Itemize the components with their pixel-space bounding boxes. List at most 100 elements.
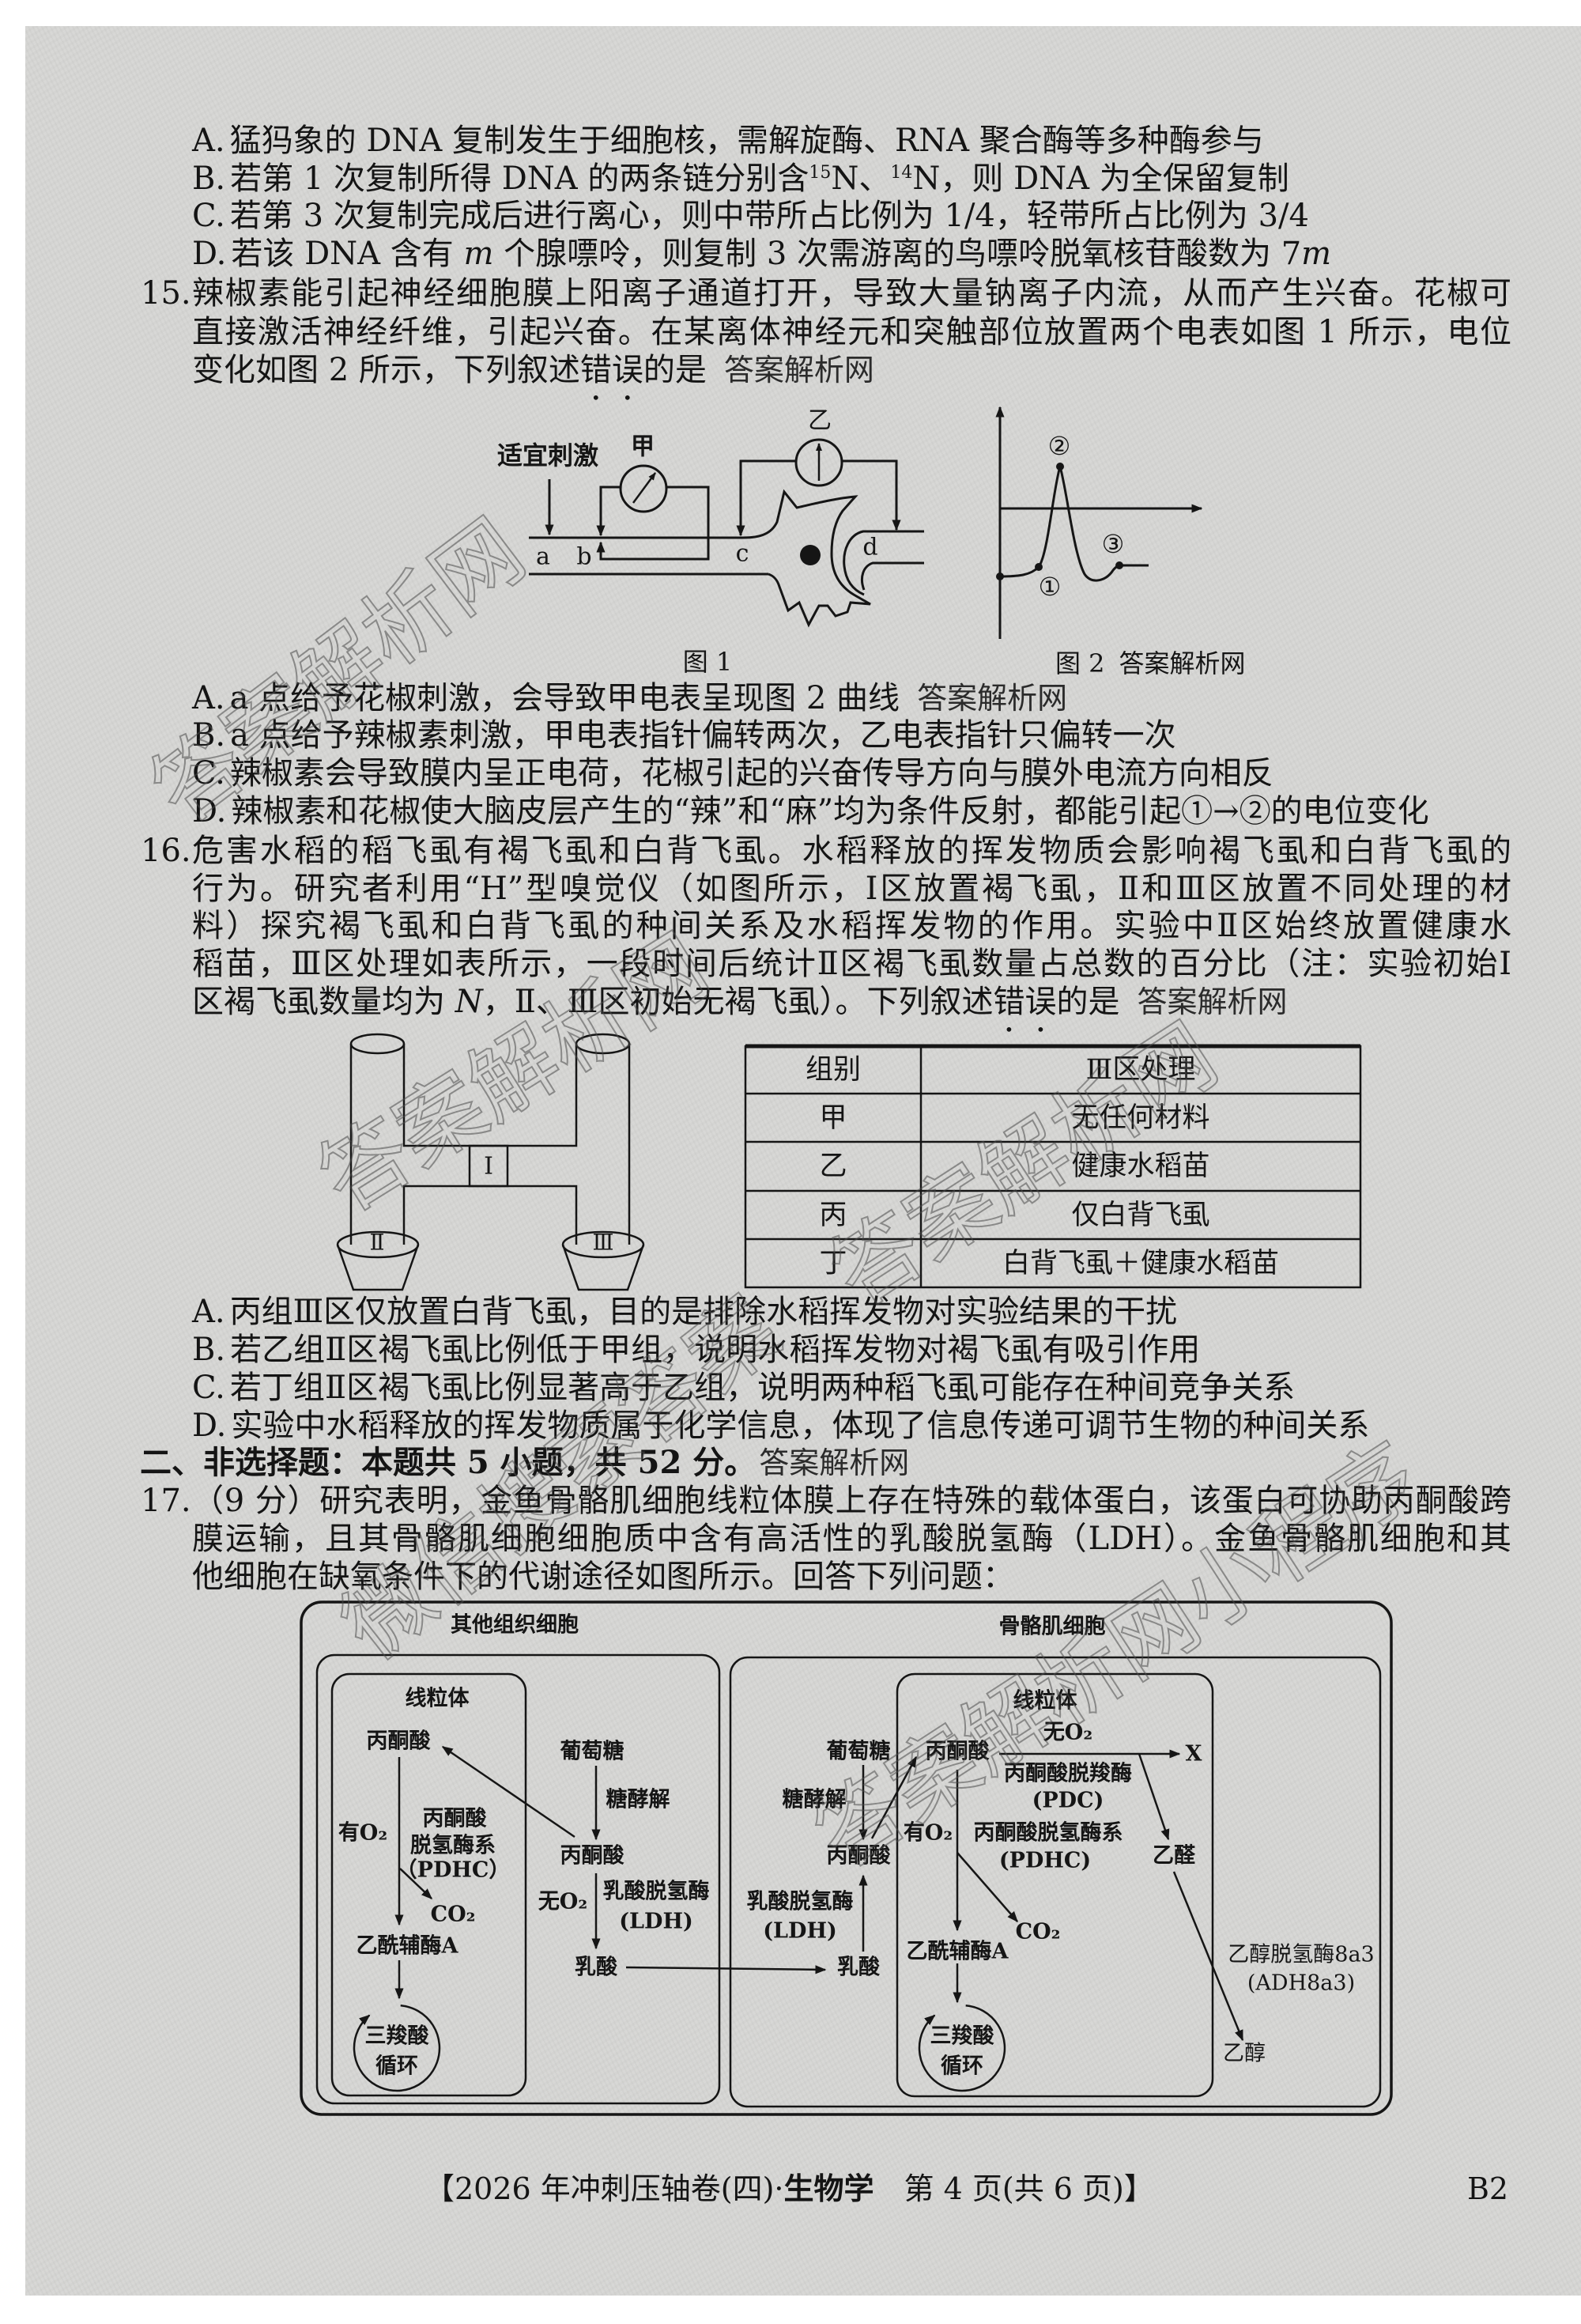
option-label: B. xyxy=(192,1332,226,1368)
h-olfactometer xyxy=(336,1033,645,1291)
option-label: B. xyxy=(192,717,226,754)
emphasized-word: 错误 xyxy=(579,352,643,388)
without-oxygen-label: 无O₂ xyxy=(1043,1721,1092,1745)
table-cell-group: 丁 xyxy=(819,1248,847,1279)
table-cell-group: 甲 xyxy=(819,1102,847,1134)
mitochondrion-label: 线粒体 xyxy=(406,1687,470,1711)
ldh-abbrev: (LDH) xyxy=(619,1910,692,1934)
option-text: N、 xyxy=(831,161,891,197)
mitochondrion-label: 线粒体 xyxy=(1013,1689,1078,1714)
point-label-d: d xyxy=(862,534,877,561)
option-text: 若第 3 次复制完成后进行离心，则中带所占比例为 1/4，轻带所占比例为 3/4 xyxy=(229,198,1309,234)
lactate-transfer-arrow-icon xyxy=(625,1965,827,1974)
with-oxygen-label: 有O₂ xyxy=(338,1821,387,1846)
zone-3-label: Ⅲ xyxy=(592,1230,613,1256)
table-cell-group: 乙 xyxy=(819,1151,847,1182)
option-label: C. xyxy=(192,1370,225,1406)
inline-watermark: 答案解析网 xyxy=(1119,648,1246,678)
option-label: C. xyxy=(192,198,225,234)
pyruvate-label: 丙酮酸 xyxy=(560,1844,625,1869)
pdhc-label: 丙酮酸脱氢酶系 xyxy=(974,1821,1123,1846)
marker-3-label: ③ xyxy=(1102,529,1125,559)
option-label: D. xyxy=(192,1408,227,1444)
arrow-icon xyxy=(870,1755,918,1839)
option-text: a 点给予辣椒素刺激，甲电表指针偏转两次，乙电表指针只偏转一次 xyxy=(230,717,1176,754)
table-cell-treatment: 白背飞虱＋健康水稻苗 xyxy=(1002,1248,1279,1279)
q16-stem-line: 危害水稻的稻飞虱有褐飞虱和白背飞虱。水稻释放的挥发物质会影响褐飞虱和白背飞虱的 xyxy=(192,833,1511,869)
paper-code: B2 xyxy=(1467,2171,1509,2206)
q15-option-d: D.辣椒素和花椒使大脑皮层产生的“辣”和“麻”均为条件反射，都能引起①→②的电位… xyxy=(192,792,1511,830)
q17-stem-line: （9 分）研究表明，金鱼骨骼肌细胞线粒体膜上存在特殊的载体蛋白，该蛋白可协助丙酮… xyxy=(192,1483,1511,1519)
tca-cycle-arrow-icon xyxy=(918,2004,1006,2092)
q14-option-c: C.若第 3 次复制完成后进行离心，则中带所占比例为 1/4，轻带所占比例为 3… xyxy=(192,197,1511,235)
table-cell-group: 丙 xyxy=(819,1200,847,1231)
lactate-label: 乳酸 xyxy=(575,1956,618,1980)
q16-option-c: C.若丁组Ⅱ区褐飞虱比例显著高于乙组，说明两种稻飞虱可能存在种间竞争关系 xyxy=(192,1369,1511,1407)
treatment-table xyxy=(744,1044,1362,1289)
neuron-cell-body xyxy=(742,489,871,628)
arrow-icon xyxy=(1138,1753,1170,1841)
option-label: D. xyxy=(192,236,227,272)
q15-number: 15. xyxy=(141,275,191,312)
meter-a-wire xyxy=(596,486,621,537)
pdc-abbrev: (PDC) xyxy=(1032,1789,1104,1813)
tca-cycle-label: 三羧酸 xyxy=(930,2024,995,2049)
tube-inner-lower xyxy=(402,1185,578,1245)
diagram-outer-frame xyxy=(300,1600,1393,2116)
right-cell-labels: 骨骼肌细胞 线粒体 无O₂ 葡萄糖 丙酮酸 X 丙酮酸脱羧酶 (PDC) 糖酵解… xyxy=(747,1614,1375,2079)
table-header-treatment: Ⅲ区处理 xyxy=(1086,1054,1196,1086)
zone-2-cup xyxy=(336,1244,420,1291)
glucose-label: 葡萄糖 xyxy=(827,1739,891,1764)
variable: N xyxy=(455,984,483,1020)
tube-inner-upper xyxy=(402,1044,578,1147)
tca-cycle-arrow-icon xyxy=(353,2004,441,2092)
q16-option-a: A.丙组Ⅲ区仅放置白背飞虱，目的是排除水稻挥发物对实验结果的干扰 xyxy=(192,1293,1511,1331)
option-text: 辣椒素会导致膜内呈正电荷，花椒引起的兴奋传导方向与膜外电流方向相反 xyxy=(229,755,1273,792)
isotope-superscript: 14 xyxy=(890,163,913,183)
glycolysis-label: 糖酵解 xyxy=(606,1787,670,1812)
variable: m xyxy=(463,236,494,272)
stem-text: 的是 xyxy=(643,352,707,388)
section-title: 二、非选择题：本题共 5 小题，共 52 分。 xyxy=(140,1444,757,1481)
page-footer: 【2026 年冲刺压轴卷(四)·生物学 第 4 页(共 6 页)】 xyxy=(424,2170,1154,2208)
table-header-row: 组别 Ⅲ区处理 xyxy=(806,1054,1195,1086)
acetaldehyde-label: 乙醛 xyxy=(1153,1844,1196,1869)
q16-number: 16. xyxy=(141,833,191,869)
pyruvate-label: 丙酮酸 xyxy=(827,1844,892,1869)
section-2-header: 二、非选择题：本题共 5 小题，共 52 分。答案解析网 xyxy=(140,1444,909,1482)
left-mitochondrion-box xyxy=(330,1672,527,2097)
table-header-group: 组别 xyxy=(806,1054,861,1086)
right-cell-title: 骨骼肌细胞 xyxy=(999,1614,1106,1639)
ethanol-label: 乙醇 xyxy=(1223,2042,1266,2066)
footer-exam-title: 【2026 年冲刺压轴卷(四)· xyxy=(424,2171,784,2206)
stem-text: 区褐飞虱数量均为 xyxy=(192,984,455,1020)
option-text: 辣椒素和花椒使大脑皮层产生的“辣”和“麻”均为条件反射，都能引起①→②的电位变化 xyxy=(231,793,1429,829)
inline-watermark: 答案解析网 xyxy=(723,353,874,387)
arrow-icon xyxy=(957,1852,1018,1923)
q16-stem-line: 稻苗，Ⅲ区处理如表所示，一段时间后统计Ⅱ区褐飞虱数量占总数的百分比（注：实验初始… xyxy=(192,946,1511,982)
zone-2-label: Ⅱ xyxy=(369,1230,384,1256)
option-label: A. xyxy=(192,1294,225,1330)
curve-point-2 xyxy=(1056,463,1064,470)
option-text: a 点给予花椒刺激，会导致甲电表呈现图 2 曲线 xyxy=(229,680,900,716)
zone-3-cup xyxy=(561,1244,645,1291)
tca-cycle-label: 循环 xyxy=(375,2054,418,2079)
q15-stem-line: 辣椒素能引起神经细胞膜上阳离子通道打开，导致大量钠离子内流，从而产生兴奋。花椒可 xyxy=(192,275,1511,312)
zone-1-chamber xyxy=(468,1144,509,1188)
figure-1-neuron xyxy=(529,438,924,628)
pyruvate-label: 丙酮酸 xyxy=(926,1740,990,1764)
tca-cycle-label: 循环 xyxy=(941,2054,983,2079)
option-text: 若乙组Ⅱ区褐飞虱比例低于甲组，说明水稻挥发物对褐飞虱有吸引作用 xyxy=(230,1332,1201,1368)
option-text: 实验中水稻释放的挥发物质属于化学信息，体现了信息传递可调节生物的种间关系 xyxy=(231,1408,1370,1444)
isotope-superscript: 15 xyxy=(809,163,832,183)
option-text: 猛犸象的 DNA 复制发生于细胞核，需解旋酶、RNA 聚合酶等多种酶参与 xyxy=(229,123,1264,159)
q16-option-b: B.若乙组Ⅱ区褐飞虱比例低于甲组，说明水稻挥发物对褐飞虱有吸引作用 xyxy=(192,1331,1511,1369)
figure-1-caption: 图 1 xyxy=(683,647,733,677)
without-oxygen-label: 无O₂ xyxy=(538,1890,587,1914)
option-text: 若丁组Ⅱ区褐飞虱比例显著高于乙组，说明两种稻飞虱可能存在种间竞争关系 xyxy=(229,1370,1296,1406)
left-tube-opening xyxy=(349,1033,406,1055)
q15-stem-line: 变化如图 2 所示，下列叙述错误的是答案解析网 xyxy=(192,351,1511,389)
q14-option-b: B.若第 1 次复制所得 DNA 的两条链分别含15N、14N，则 DNA 为全… xyxy=(192,160,1511,198)
point-label-c: c xyxy=(736,540,749,568)
adh-label: 乙醇脱氢酶8a3 xyxy=(1228,1943,1374,1967)
